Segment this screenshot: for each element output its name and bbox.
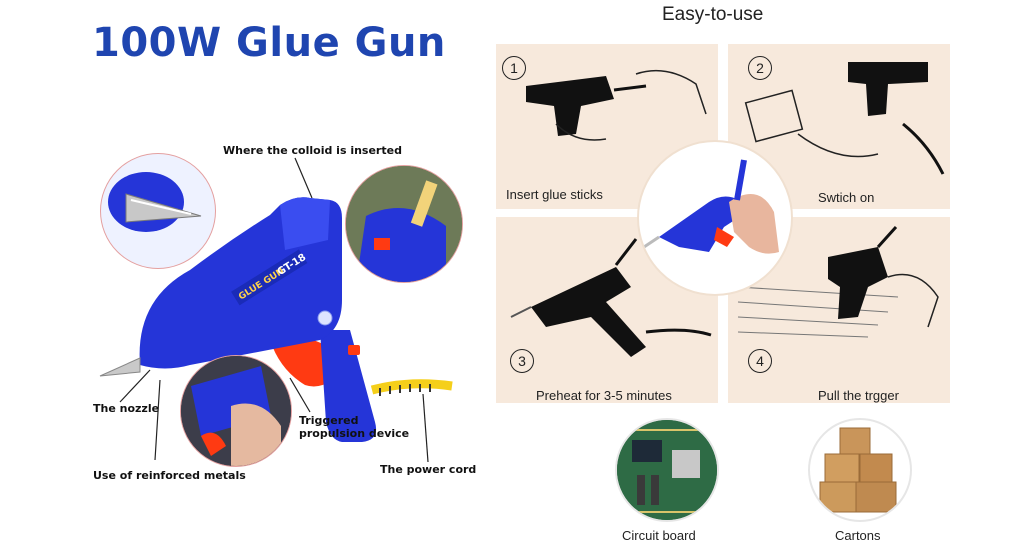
page-title: 100W Glue Gun xyxy=(92,20,446,66)
circuit-board-circle xyxy=(615,418,719,522)
callout-triggered-line2: propulsion device xyxy=(299,427,410,440)
step-number-3: 3 xyxy=(510,349,534,373)
trigger-closeup-circle xyxy=(180,355,292,467)
callout-nozzle: The nozzle xyxy=(93,402,160,415)
step-3-drawing xyxy=(510,238,712,357)
step-2-drawing xyxy=(744,62,945,175)
colloid-closeup-circle xyxy=(345,165,463,283)
step-caption-3: Preheat for 3-5 minutes xyxy=(536,388,672,403)
cartons-circle xyxy=(808,418,912,522)
step-caption-4: Pull the trgger xyxy=(818,388,899,403)
easy-to-use-heading: Easy-to-use xyxy=(662,4,764,25)
step-4-drawing xyxy=(737,225,939,338)
hand-holding-gun-circle xyxy=(637,140,793,296)
callout-triggered: Triggered propulsion device xyxy=(299,414,409,440)
application-caption-cartons: Cartons xyxy=(835,528,881,543)
step-caption-1: Insert glue sticks xyxy=(506,187,603,202)
step-caption-2: Swtich on xyxy=(818,190,875,205)
step-1-drawing xyxy=(526,69,707,141)
callout-reinforced-metals: Use of reinforced metals xyxy=(93,469,246,482)
glue-gun-illustration: GLUE GUN GT-18 xyxy=(99,157,453,463)
step-number-2: 2 xyxy=(748,56,772,80)
step-number-4: 4 xyxy=(748,349,772,373)
callout-triggered-line1: Triggered xyxy=(299,414,359,427)
step-number-1: 1 xyxy=(502,56,526,80)
application-caption-circuit-board: Circuit board xyxy=(622,528,696,543)
callout-power-cord: The power cord xyxy=(380,463,477,476)
callout-colloid: Where the colloid is inserted xyxy=(223,144,402,157)
nozzle-closeup-circle xyxy=(100,153,216,269)
